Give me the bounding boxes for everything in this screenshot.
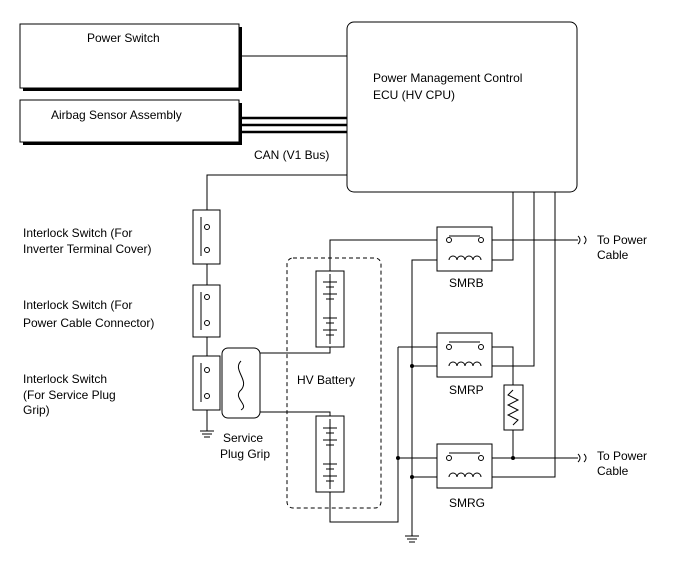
smrg-relay	[436, 443, 493, 489]
interlock-plug-label-1: Interlock Switch	[23, 372, 107, 386]
interlock-ground-symbol	[200, 410, 214, 438]
power-switch-label: Power Switch	[87, 31, 160, 45]
power-switch-box: Power Switch	[19, 23, 242, 91]
smrp-output-wire	[492, 346, 514, 385]
negative-junction-dot	[396, 456, 400, 460]
interlock-switch-cable	[192, 284, 221, 338]
ecu-to-smrp-coil	[492, 192, 535, 367]
can-bus-label: CAN (V1 Bus)	[254, 148, 329, 162]
to-power-cable-2-line1: To Power	[597, 449, 647, 463]
airbag-sensor-label: Airbag Sensor Assembly	[51, 108, 182, 122]
battery-to-plug-lower	[260, 411, 331, 416]
battery-module-upper	[315, 270, 345, 348]
to-power-cable-1-line2: Cable	[597, 248, 629, 262]
service-plug-label-1: Service	[223, 431, 263, 445]
hv-battery-outline	[286, 257, 382, 509]
coil-junction-dot-1	[410, 364, 414, 368]
smrg-label: SMRG	[449, 496, 485, 510]
hv-battery-label: HV Battery	[297, 373, 355, 387]
interlock-cable-label-1: Interlock Switch (For	[23, 298, 132, 312]
ecu-to-smrg-coil	[492, 192, 556, 478]
ecu-label-line2: ECU (HV CPU)	[373, 88, 455, 102]
battery-positive-wire	[329, 239, 437, 271]
interlock-plug-label-3: Grip)	[23, 403, 50, 417]
battery-negative-wire	[329, 458, 399, 523]
power-cable-connector-2	[577, 453, 587, 463]
interlock-plug-label-2: (For Service Plug	[23, 388, 116, 402]
power-cable-connector-1	[577, 235, 587, 245]
coil-return-wire	[411, 259, 437, 536]
to-power-cable-2-line2: Cable	[597, 464, 629, 478]
service-plug-label-2: Plug Grip	[220, 447, 270, 461]
battery-to-plug-upper	[260, 347, 331, 354]
interlock-inverter-label-2: Inverter Terminal Cover)	[23, 242, 151, 256]
to-power-cable-1-line1: To Power	[597, 233, 647, 247]
ecu-label-line1: Power Management Control	[373, 71, 522, 85]
smrp-label: SMRP	[449, 383, 484, 397]
smrb-relay	[436, 226, 493, 272]
ecu-box: Power Management Control ECU (HV CPU)	[346, 21, 578, 193]
interlock-switch-service-plug	[192, 355, 221, 411]
interlock-chain-wire	[206, 174, 347, 210]
battery-module-lower	[315, 415, 345, 493]
coil-junction-dot-2	[410, 475, 414, 479]
interlock-switch-inverter	[192, 209, 221, 265]
ecu-to-smrb-coil	[492, 192, 514, 261]
can-bus-lines	[242, 116, 347, 134]
airbag-sensor-box: Airbag Sensor Assembly	[19, 99, 242, 145]
interlock-cable-label-2: Power Cable Connector)	[23, 316, 154, 330]
precharge-resistor	[503, 384, 524, 431]
smrb-label: SMRB	[449, 276, 484, 290]
relay-ground-symbol	[405, 535, 419, 543]
service-plug-grip	[221, 347, 261, 419]
interlock-inverter-label-1: Interlock Switch (For	[23, 226, 132, 240]
smrp-relay	[436, 332, 493, 378]
